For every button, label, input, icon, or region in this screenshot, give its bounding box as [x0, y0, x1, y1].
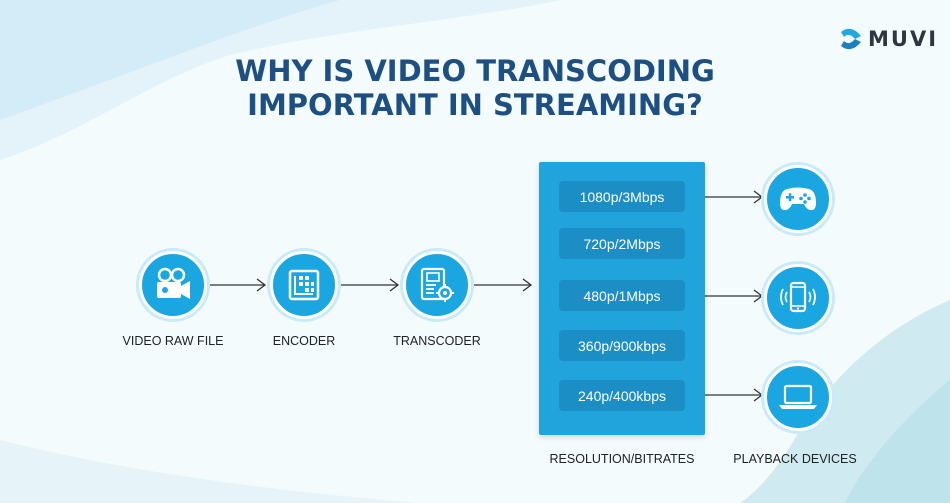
title-line-2: IMPORTANT IN STREAMING? — [247, 88, 703, 122]
rendition-720p: 720p/2Mbps — [559, 228, 685, 259]
encoder-label: ENCODER — [272, 334, 336, 348]
transcoder-node — [403, 251, 471, 319]
muvi-logo: MUVI — [838, 26, 938, 52]
title-line-1: WHY IS VIDEO TRANSCODING — [235, 54, 715, 88]
arrow-to-gamepad — [705, 190, 764, 204]
playback-devices-label: PLAYBACK DEVICES — [733, 452, 857, 466]
rendition-240p: 240p/400kbps — [559, 380, 685, 411]
gamepad-node — [764, 165, 832, 233]
video-camera-icon — [157, 267, 190, 299]
laptop-icon — [779, 384, 817, 409]
arrow-to-smartphone — [705, 289, 764, 303]
brand-name: MUVI — [868, 27, 939, 51]
encoder-icon — [288, 269, 320, 301]
rendition-360p: 360p/900kbps — [559, 330, 685, 361]
transcoder-label: TRANSCODER — [393, 334, 481, 348]
encoder-node — [270, 251, 338, 319]
rendition-480p: 480p/1Mbps — [559, 280, 685, 311]
video-raw-file-label: VIDEO RAW FILE — [122, 334, 224, 348]
transcoder-icon — [420, 267, 454, 302]
renditions-panel: 1080p/3Mbps 720p/2Mbps 480p/1Mbps 360p/9… — [539, 162, 705, 435]
rendition-1080p: 1080p/3Mbps — [559, 181, 685, 212]
smartphone-node — [764, 264, 832, 332]
laptop-node — [764, 363, 832, 431]
arrow-encoder-to-transcoder — [341, 278, 400, 292]
arrow-transcoder-to-renditions — [474, 278, 533, 292]
video-raw-file-node — [139, 251, 207, 319]
page-title: WHY IS VIDEO TRANSCODING IMPORTANT IN ST… — [0, 54, 950, 122]
smartphone-icon — [780, 281, 816, 313]
arrow-to-laptop — [705, 388, 764, 402]
muvi-logo-icon — [841, 28, 861, 50]
arrow-raw-to-encoder — [210, 278, 267, 292]
gamepad-icon — [780, 187, 816, 211]
renditions-label: RESOLUTION/BITRATES — [549, 452, 695, 466]
